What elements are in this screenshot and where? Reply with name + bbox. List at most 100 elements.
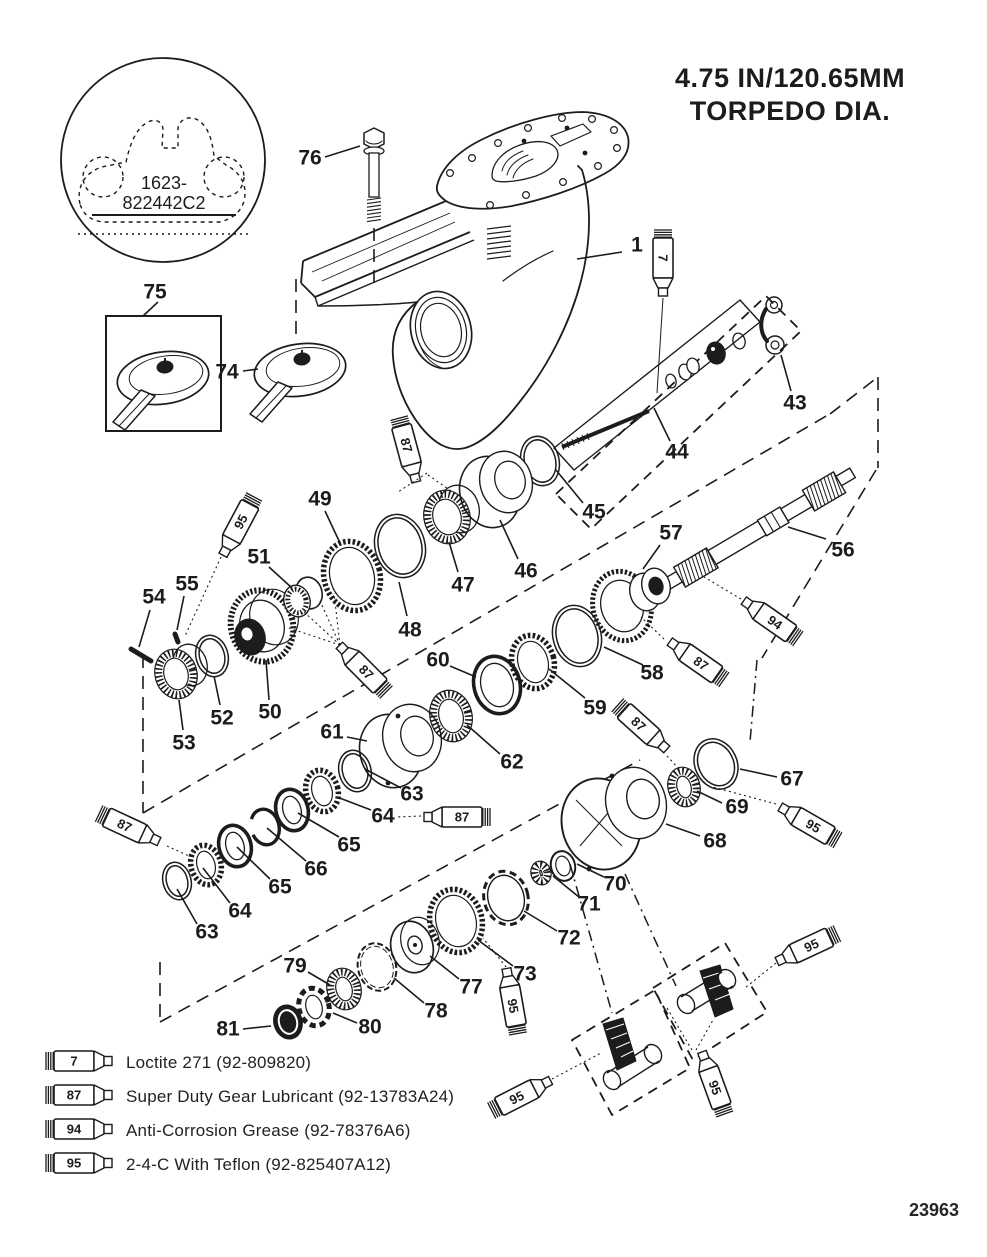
badge-part-number-line2: 822442C2 — [122, 193, 205, 213]
callout-75: 75 — [142, 281, 167, 317]
part-65 — [216, 823, 254, 869]
svg-text:44: 44 — [665, 441, 689, 464]
part-75 — [105, 315, 222, 432]
lubricant-tube-7: 7 — [45, 1049, 113, 1072]
lubricant-tube-95: 95 — [774, 925, 842, 967]
part-56 — [663, 467, 857, 591]
svg-text:7: 7 — [70, 1053, 77, 1068]
svg-text:95: 95 — [231, 512, 251, 532]
svg-text:53: 53 — [172, 732, 195, 755]
legend-icon: 87 — [40, 1081, 126, 1114]
callout-56: 56 — [787, 526, 855, 562]
svg-text:59: 59 — [583, 697, 606, 720]
part-57 — [590, 567, 672, 644]
svg-text:95: 95 — [507, 1088, 527, 1108]
lubricant-tube-95: 95 — [777, 802, 843, 849]
page-title: 4.75 IN/120.65MM TORPEDO DIA. — [600, 62, 980, 128]
svg-text:68: 68 — [703, 830, 727, 853]
svg-text:77: 77 — [459, 976, 482, 999]
figure-number: 23963 — [908, 1200, 959, 1220]
part-53 — [154, 643, 208, 700]
svg-text:48: 48 — [398, 619, 422, 642]
callout-68: 68 — [665, 823, 727, 853]
callout-45: 45 — [555, 469, 606, 524]
svg-text:66: 66 — [304, 858, 327, 881]
lubricant-tube-87: 87 — [423, 806, 491, 828]
svg-text:95: 95 — [67, 1155, 81, 1170]
leader-lines — [166, 297, 777, 1080]
part-44 — [561, 332, 746, 451]
svg-text:81: 81 — [216, 1018, 240, 1041]
svg-text:63: 63 — [195, 921, 218, 944]
callout-71: 71 — [552, 875, 601, 916]
part-69 — [667, 766, 701, 808]
lubricant-tube-95: 95 — [499, 966, 527, 1036]
legend-item: 94 Anti-Corrosion Grease (92-78376A6) — [40, 1114, 600, 1148]
part-79 — [326, 967, 362, 1011]
svg-text:61: 61 — [320, 721, 344, 744]
svg-text:87: 87 — [455, 810, 469, 825]
part-67 — [693, 738, 739, 790]
lubricant-tube-95: 95 — [696, 1049, 734, 1118]
part-number-badge: 1623- 822442C2 — [60, 57, 266, 263]
part-43 — [759, 296, 785, 355]
lubricant-tube-icon: 95 — [45, 1151, 113, 1174]
svg-text:56: 56 — [831, 539, 854, 562]
callout-54: 54 — [138, 586, 166, 648]
part-68 — [560, 766, 668, 872]
badge-part-number-line1: 1623- — [141, 173, 187, 193]
svg-text:50: 50 — [258, 701, 281, 724]
lubricant-tube-87: 87 — [335, 641, 393, 699]
callout-59: 59 — [548, 668, 607, 720]
callout-61: 61 — [320, 721, 368, 744]
callout-63: 63 — [176, 888, 219, 944]
svg-text:65: 65 — [268, 876, 292, 899]
lubricant-tube-icon: 7 — [45, 1049, 113, 1072]
legend-label: Super Duty Gear Lubricant (92-13783A24) — [126, 1087, 455, 1106]
part-bx — [602, 964, 737, 1091]
legend-label: Anti-Corrosion Grease (92-78376A6) — [126, 1121, 411, 1140]
legend-item: 87 Super Duty Gear Lubricant (92-13783A24… — [40, 1080, 600, 1114]
part-70 — [549, 850, 577, 882]
callout-1: 1 — [576, 234, 643, 260]
lubricant-tube-94: 94 — [45, 1117, 113, 1140]
callout-70: 70 — [576, 863, 627, 896]
callout-55: 55 — [175, 573, 199, 631]
part-61 — [358, 703, 443, 789]
lubricant-tube-94: 94 — [740, 595, 804, 647]
title-torpedo-label: TORPEDO DIA. — [689, 96, 891, 126]
svg-text:70: 70 — [603, 873, 626, 896]
callout-72: 72 — [523, 910, 581, 950]
lubricant-tube-icon: 87 — [45, 1083, 113, 1106]
svg-text:87: 87 — [397, 436, 415, 454]
callout-78: 78 — [393, 977, 448, 1023]
part-63 — [337, 749, 373, 793]
callout-64: 64 — [336, 796, 395, 828]
gearcase-silhouette-icon — [78, 117, 246, 223]
svg-text:51: 51 — [247, 546, 271, 569]
svg-text:95: 95 — [802, 936, 821, 956]
legend-icon: 94 — [40, 1115, 126, 1148]
lubricant-tube-95: 95 — [218, 492, 263, 559]
lubricant-tube-95: 95 — [45, 1151, 113, 1174]
lubricant-tube-87: 87 — [390, 415, 422, 484]
svg-text:74: 74 — [215, 361, 239, 384]
part-47 — [423, 484, 480, 545]
svg-text:63: 63 — [400, 783, 423, 806]
part-77 — [389, 916, 440, 974]
part-51 — [283, 576, 324, 618]
callout-65: 65 — [236, 846, 292, 899]
svg-text:45: 45 — [582, 501, 606, 524]
svg-text:87: 87 — [67, 1087, 81, 1102]
part-48 — [373, 513, 427, 579]
part-46 — [458, 450, 534, 529]
callout-52: 52 — [210, 675, 234, 730]
callout-64: 64 — [202, 867, 252, 923]
callout-65: 65 — [297, 812, 361, 857]
part-73 — [426, 886, 486, 956]
callout-51: 51 — [247, 546, 293, 589]
